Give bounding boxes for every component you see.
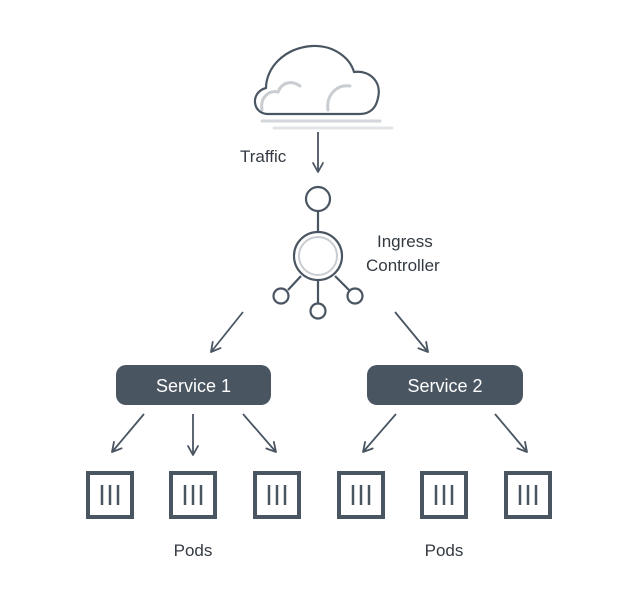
ingress-label-line2: Controller <box>366 256 440 275</box>
pod-icon <box>420 471 468 519</box>
arrow-to-service-2 <box>394 311 429 353</box>
pod-icon <box>504 471 552 519</box>
ingress-controller-icon <box>272 185 364 320</box>
cloud-icon <box>253 44 394 130</box>
arrow-to-service-1 <box>210 311 244 353</box>
pod-icon <box>86 471 134 519</box>
arrow-s1-pod-1 <box>111 413 145 453</box>
service-2-box: Service 2 <box>367 365 523 405</box>
pods-label-2: Pods <box>425 541 464 560</box>
service-1-label: Service 1 <box>156 376 231 396</box>
arrow-s2-pod-2 <box>494 413 528 453</box>
pod-group-2 <box>337 471 552 519</box>
service-1-box: Service 1 <box>116 365 271 405</box>
traffic-label: Traffic <box>240 147 287 166</box>
pod-icon <box>169 471 217 519</box>
pod-group-1 <box>86 471 301 519</box>
service-2-label: Service 2 <box>407 376 482 396</box>
pod-icon <box>253 471 301 519</box>
arrow-s2-pod-1 <box>362 413 397 453</box>
ingress-label-line1: Ingress <box>377 232 433 251</box>
pod-icon <box>337 471 385 519</box>
pods-label-1: Pods <box>174 541 213 560</box>
arrow-s1-pod-3 <box>242 413 277 453</box>
